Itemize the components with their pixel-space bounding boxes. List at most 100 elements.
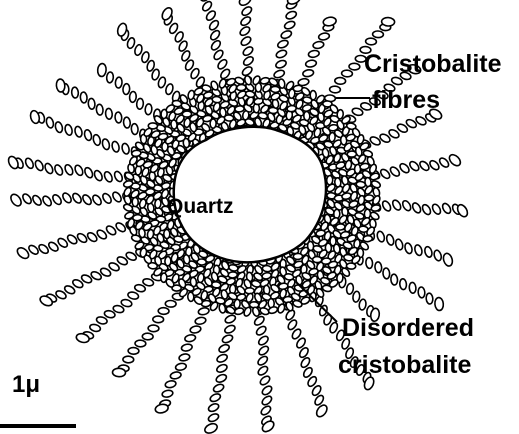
bead xyxy=(142,333,153,340)
bead xyxy=(363,235,373,242)
bead xyxy=(9,192,23,207)
bead xyxy=(21,192,33,205)
bead xyxy=(128,347,139,354)
bead xyxy=(216,363,229,374)
bead xyxy=(164,229,170,238)
bead xyxy=(421,203,432,216)
bead xyxy=(103,170,114,183)
bead xyxy=(54,121,63,133)
bead xyxy=(51,193,63,206)
bead xyxy=(134,284,146,293)
bead xyxy=(96,316,108,325)
bead xyxy=(215,373,228,384)
bead xyxy=(262,265,272,272)
bead xyxy=(209,392,222,403)
bead xyxy=(433,249,442,261)
bead xyxy=(37,243,49,255)
bead xyxy=(203,422,218,434)
bead xyxy=(92,134,101,146)
bead xyxy=(242,45,255,57)
bead xyxy=(71,192,83,205)
bead xyxy=(207,412,220,423)
bead xyxy=(383,268,391,279)
bead xyxy=(157,76,166,88)
bead xyxy=(401,199,412,212)
bead xyxy=(127,291,139,300)
bead xyxy=(424,246,433,258)
bead xyxy=(154,403,168,414)
bead xyxy=(336,224,346,231)
bead xyxy=(442,252,454,267)
bead xyxy=(308,50,320,59)
bead xyxy=(302,69,314,78)
bead xyxy=(105,108,113,119)
bead xyxy=(74,164,85,177)
bead xyxy=(259,375,272,387)
bead xyxy=(97,63,107,77)
bead xyxy=(162,389,174,398)
bead xyxy=(426,293,434,304)
bead xyxy=(239,15,252,27)
bead xyxy=(112,368,125,377)
bead xyxy=(53,164,64,177)
bead xyxy=(335,77,346,84)
bead xyxy=(224,324,237,335)
bead xyxy=(257,335,270,347)
bead xyxy=(216,353,229,364)
bead xyxy=(131,123,139,134)
bead xyxy=(44,162,55,175)
bead xyxy=(123,83,131,94)
bead xyxy=(391,199,402,212)
bead xyxy=(418,287,426,298)
bead xyxy=(123,117,131,128)
bead xyxy=(428,159,440,171)
bead xyxy=(234,76,245,85)
bead xyxy=(74,126,83,138)
bead xyxy=(172,100,182,107)
bead xyxy=(376,230,385,242)
bead xyxy=(81,193,93,206)
bead xyxy=(305,59,317,68)
bead xyxy=(381,200,392,213)
bead xyxy=(178,353,190,362)
bead xyxy=(408,160,420,172)
bead xyxy=(409,282,417,293)
bead xyxy=(101,138,110,150)
bead xyxy=(261,384,274,396)
bead xyxy=(323,16,337,27)
bead xyxy=(277,39,290,49)
bead xyxy=(283,20,296,30)
bead xyxy=(91,194,103,207)
bead xyxy=(106,72,114,83)
bead xyxy=(115,112,123,123)
bead xyxy=(80,92,88,103)
bead xyxy=(135,340,146,347)
bead xyxy=(260,405,273,417)
bead xyxy=(372,31,383,38)
bead xyxy=(441,202,452,215)
bead xyxy=(190,325,202,334)
bead xyxy=(120,299,132,308)
bead xyxy=(304,111,310,121)
bead xyxy=(212,383,225,394)
disordered-cristobalite-label-line1: Disordered xyxy=(342,314,474,342)
bead xyxy=(165,300,176,307)
disordered-cristobalite-label-line2: cristobalite xyxy=(338,351,471,379)
bead xyxy=(358,299,366,311)
bead xyxy=(285,10,298,20)
bead xyxy=(111,191,123,204)
bead xyxy=(83,166,94,179)
bead xyxy=(219,107,226,117)
bead xyxy=(61,192,73,205)
bead xyxy=(89,323,101,332)
bead xyxy=(240,35,253,47)
bead xyxy=(76,232,88,244)
bead xyxy=(83,129,92,141)
bead xyxy=(385,234,394,246)
bead xyxy=(131,150,141,157)
bead xyxy=(111,141,120,153)
bead xyxy=(280,29,293,39)
bead xyxy=(175,362,187,371)
bead xyxy=(29,110,40,125)
